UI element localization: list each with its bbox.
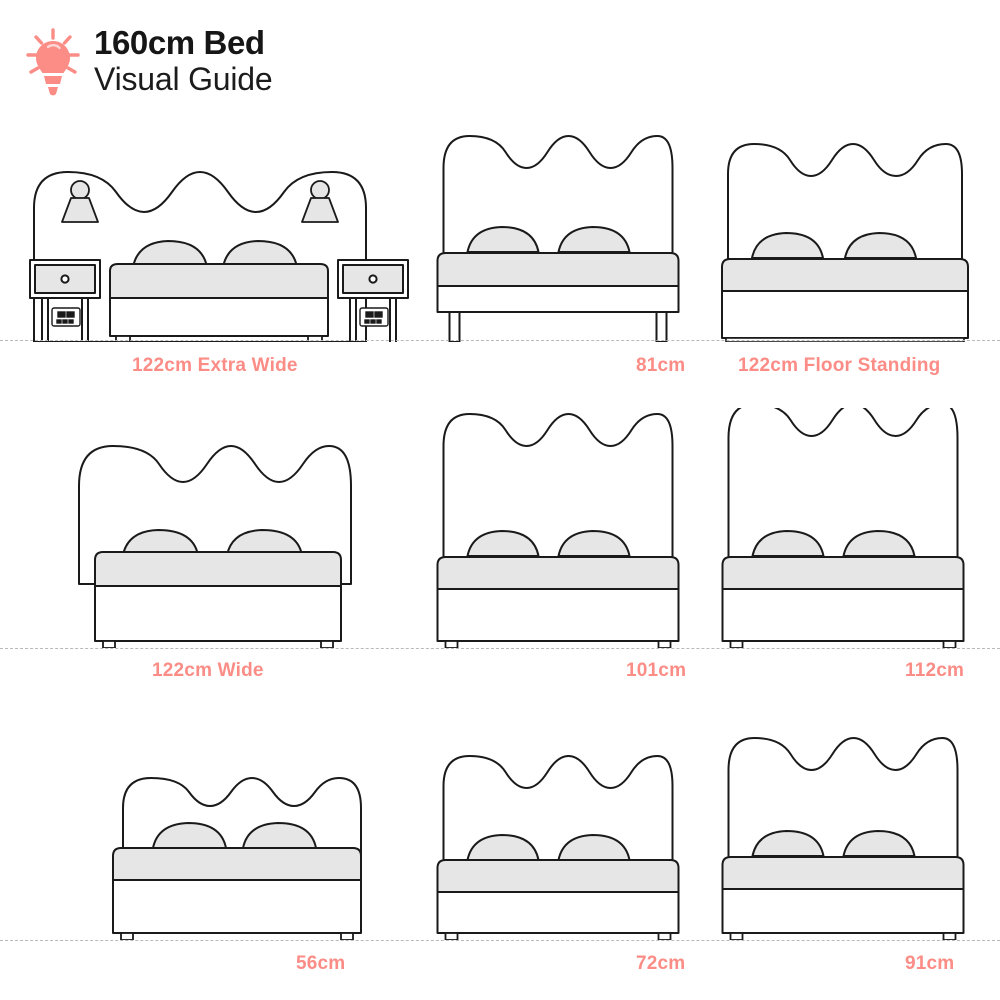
- mattress-and-base: [721, 258, 969, 339]
- bed-label-122cm-extra-wide: 122cm Extra Wide: [132, 355, 298, 376]
- bed-row-1: [0, 130, 1000, 342]
- bed-feet: [102, 640, 334, 648]
- bed-illustration: [436, 755, 679, 940]
- page-title: 160cm Bed: [94, 24, 265, 61]
- pillows: [465, 833, 631, 861]
- bed-cell-56cm[interactable]: [95, 720, 375, 940]
- header-text-block: 160cm Bed Visual Guide: [94, 24, 273, 97]
- power-outlet-right: [359, 307, 389, 327]
- bed-illustration: [721, 143, 969, 342]
- bed-label-81cm: 81cm: [636, 355, 686, 376]
- bed-cell-81cm[interactable]: [425, 130, 690, 342]
- baseline-row-1: [0, 340, 1000, 341]
- power-outlet-left: [51, 307, 81, 327]
- bed-cell-91cm[interactable]: [710, 720, 975, 940]
- bed-feet: [729, 640, 956, 648]
- bed-cell-101cm[interactable]: [425, 408, 690, 648]
- bed-cell-122cm-floor-standing[interactable]: [710, 130, 980, 342]
- pillows: [750, 529, 916, 557]
- pillows: [151, 821, 318, 849]
- bed-feet: [115, 335, 323, 342]
- nightstand-right: [337, 259, 409, 342]
- page-header: 160cm Bed Visual Guide: [26, 24, 273, 100]
- pillows: [131, 239, 299, 268]
- wall-lamp-left: [61, 180, 99, 223]
- bed-label-122cm-wide: 122cm Wide: [152, 660, 264, 681]
- bed-cell-112cm[interactable]: [710, 408, 975, 648]
- mattress-and-base: [94, 551, 342, 642]
- pillows: [465, 529, 631, 557]
- lightbulb-icon: [26, 28, 80, 100]
- bed-legs-tall: [448, 311, 667, 342]
- bed-cell-122cm-wide[interactable]: [55, 408, 375, 648]
- bed-label-112cm: 112cm: [905, 660, 965, 681]
- bed-label-122cm-floor-standing: 122cm Floor Standing: [738, 355, 941, 376]
- bed-row-3: [0, 720, 1000, 940]
- pillows: [750, 231, 918, 259]
- bed-label-91cm: 91cm: [905, 953, 955, 974]
- bed-feet: [120, 932, 354, 940]
- bed-feet: [444, 932, 671, 940]
- pillows: [750, 829, 916, 857]
- baseline-row-3: [0, 940, 1000, 941]
- bed-feet: [444, 640, 671, 648]
- bed-illustration: [721, 737, 964, 940]
- wall-lamp-right: [301, 180, 339, 223]
- bed-illustration: [436, 413, 679, 648]
- baseline-row-2: [0, 648, 1000, 649]
- bed-illustration: [78, 445, 352, 648]
- page-subtitle: Visual Guide: [94, 61, 273, 97]
- bed-illustration: [112, 777, 362, 940]
- bed-label-56cm: 56cm: [296, 953, 346, 974]
- pillows: [465, 225, 631, 253]
- bed-illustration: [29, 171, 409, 342]
- bed-cell-122cm-extra-wide[interactable]: [20, 130, 420, 342]
- mattress-and-base: [436, 252, 679, 313]
- mattress-and-base: [721, 856, 964, 934]
- mattress-and-base: [109, 263, 329, 337]
- bed-row-2: [0, 408, 1000, 648]
- nightstand-left: [29, 259, 101, 342]
- mattress-and-base: [721, 556, 964, 642]
- bed-illustration: [721, 408, 964, 648]
- bed-label-101cm: 101cm: [626, 660, 687, 681]
- pillows: [121, 528, 304, 556]
- bed-label-72cm: 72cm: [636, 953, 686, 974]
- bed-cell-72cm[interactable]: [425, 720, 690, 940]
- mattress-and-base: [436, 859, 679, 934]
- mattress-and-base: [112, 847, 362, 934]
- bed-illustration: [436, 135, 679, 342]
- bed-feet: [729, 932, 956, 940]
- mattress-and-base: [436, 556, 679, 642]
